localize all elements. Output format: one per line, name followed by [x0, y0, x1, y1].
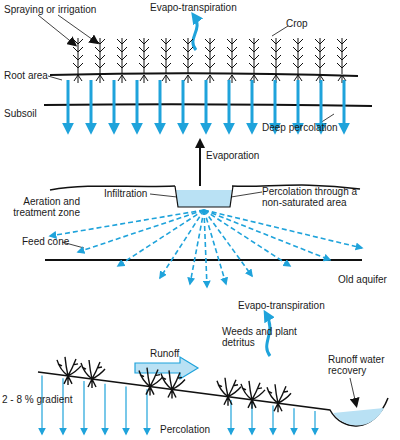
dashed-percolation-arrow [190, 210, 204, 284]
text-label: 2 - 8 % gradient [2, 394, 73, 405]
dashed-percolation-arrow [78, 210, 204, 252]
text-label: Spraying or irrigation [4, 4, 96, 15]
aquifer-line [45, 259, 362, 261]
text-label: Root area [4, 70, 48, 81]
crop-plant [205, 38, 215, 83]
deep-percolation-arrow [67, 80, 70, 130]
deep-percolation-arrow [159, 80, 162, 130]
percolation-arrow [272, 406, 273, 434]
text-label: Feed cone [22, 236, 69, 247]
text-label: Old aquifer [338, 274, 387, 285]
text-label: Deep percolation [262, 122, 338, 133]
percolation-arrow [314, 411, 315, 434]
crop-plants [73, 38, 347, 83]
text-label: Crop [286, 18, 308, 29]
weed-cluster [241, 381, 265, 409]
weed-cluster [217, 378, 241, 406]
leader-line [272, 26, 288, 36]
leader-line [48, 76, 62, 80]
deep-percolation-arrow [228, 80, 231, 130]
recovery-water [333, 408, 384, 426]
deep-percolation-arrow [205, 80, 208, 130]
deep-percolation-arrow [251, 80, 254, 130]
text-label: Aeration and treatment zone [2, 196, 80, 218]
deep-percolation-arrow [90, 80, 93, 130]
crop-plant [95, 38, 105, 83]
spray-arrow [38, 15, 74, 44]
percolation-arrow [83, 381, 84, 434]
dashed-percolation-arrow [118, 210, 204, 266]
deep-percolation-arrow [182, 80, 185, 130]
deep-percolation-arrow [343, 80, 346, 130]
evapotranspiration-arrow [193, 16, 197, 50]
runoff-arrow [135, 357, 198, 379]
crop-plant [117, 38, 127, 83]
weed-cluster [139, 368, 163, 396]
slope-ground [38, 372, 388, 426]
ground-line [50, 73, 358, 76]
leader-line [231, 192, 262, 197]
crop-plant [139, 38, 149, 83]
text-label: Subsoil [4, 108, 37, 119]
dashed-percolation-arrow [204, 210, 362, 248]
percolation-fan [50, 210, 362, 287]
subsoil-line [44, 104, 372, 106]
weed-cluster [81, 360, 105, 388]
crop-plant [227, 38, 237, 83]
dashed-percolation-arrow [204, 210, 290, 266]
text-label: Evapo-transpiration [238, 300, 325, 311]
dashed-percolation-arrow [204, 210, 330, 260]
text-label: Runoff [150, 348, 179, 359]
text-label: Percolation through a non-saturated area [262, 186, 358, 208]
percolation-arrows [42, 80, 344, 434]
text-label: Evapo-transpiration [150, 2, 237, 13]
dashed-percolation-arrow [204, 210, 226, 284]
crop-plant [293, 38, 303, 83]
deep-percolation-arrow [113, 80, 116, 130]
percolation-arrow [125, 386, 126, 434]
basin-water [176, 190, 232, 207]
text-label: Infiltration [104, 188, 147, 199]
weed-clusters [57, 357, 291, 412]
infiltration-basin [175, 186, 233, 207]
percolation-arrow [230, 400, 231, 434]
percolation-arrow [62, 378, 63, 434]
evaporation-arrow [199, 142, 201, 186]
text-label: Runoff water recovery [328, 354, 394, 376]
leader-line [350, 378, 356, 404]
leader-line [150, 194, 177, 197]
crop-plant [271, 38, 281, 83]
text-label: Weeds and plant detritus [222, 326, 298, 348]
crop-plant [337, 38, 347, 83]
deep-percolation-arrow [136, 80, 139, 130]
spray-arrow [58, 15, 96, 42]
text-label: Percolation [160, 424, 210, 435]
percolation-arrow [293, 408, 294, 434]
crop-plant [183, 38, 193, 83]
crop-plant [315, 38, 325, 83]
dashed-percolation-arrow [204, 210, 207, 287]
crop-plant [249, 38, 259, 83]
percolation-arrow [104, 384, 105, 434]
crop-plant [73, 38, 83, 83]
weed-cluster [57, 357, 81, 385]
crop-plant [161, 38, 171, 83]
percolation-arrow [146, 389, 147, 434]
weed-cluster [161, 370, 185, 398]
text-label: Evaporation [206, 150, 259, 161]
weed-cluster [267, 384, 291, 412]
